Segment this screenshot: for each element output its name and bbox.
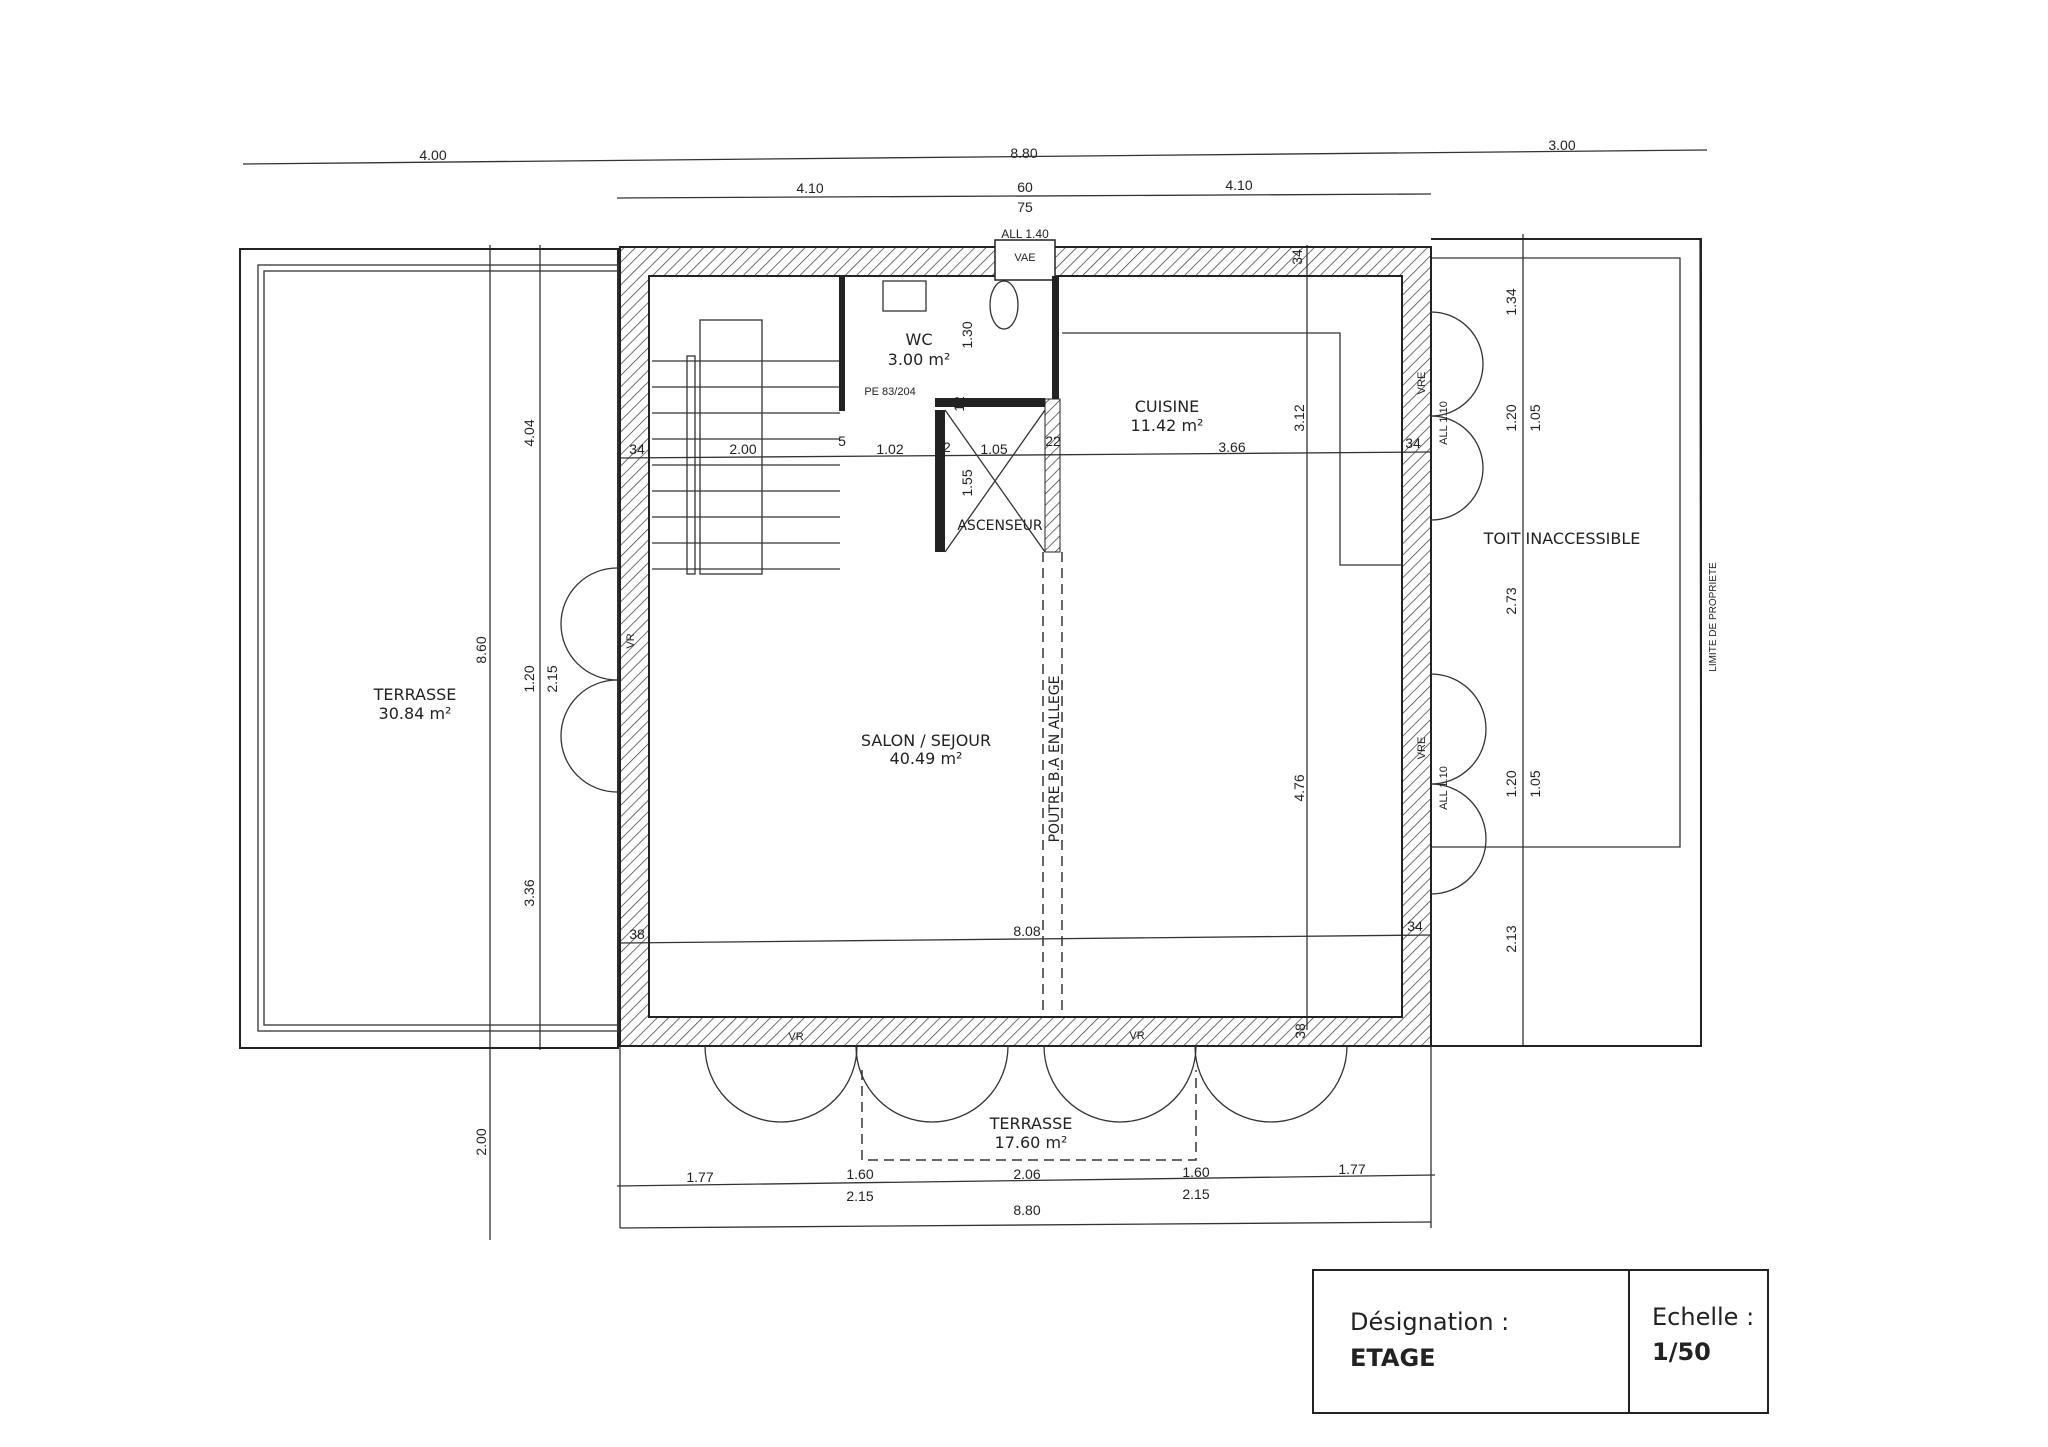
dim-label: 1.60	[1182, 1164, 1209, 1180]
beam-label: POUTRE B.A EN ALLEGE	[1047, 676, 1063, 843]
dim-label: 2.15	[1182, 1186, 1209, 1202]
roof-right	[1431, 238, 1702, 1047]
stairs	[652, 319, 840, 575]
terrace-left-name: TERRASSE	[373, 685, 457, 704]
opening-label: ALL 1.10	[1438, 766, 1450, 810]
dim-label: 1.77	[1338, 1161, 1365, 1177]
dim-label: 3.66	[1218, 439, 1245, 455]
opening-label: VR	[788, 1031, 803, 1043]
dim-label: 1.05	[980, 441, 1007, 457]
opening-label: VR	[1129, 1030, 1144, 1042]
dim-label: 4.10	[796, 180, 823, 196]
dim-label: 60	[1017, 179, 1033, 195]
elevator-label: ASCENSEUR	[957, 518, 1043, 534]
dim-label: 1.02	[876, 441, 903, 457]
dim-label: 34	[629, 441, 645, 457]
terrace-bottom	[619, 1046, 1432, 1228]
scale-label: Echelle :	[1652, 1303, 1754, 1331]
designation-value: ETAGE	[1350, 1344, 1436, 1372]
dim-label: 5	[838, 433, 846, 449]
room-cuisine-name: CUISINE	[1135, 397, 1200, 416]
opening-label: VRE	[1416, 372, 1428, 395]
dim-label: 2.15	[544, 665, 560, 692]
terrace-left-area: 30.84 m²	[379, 704, 452, 723]
dim-label: 8.80	[1013, 1202, 1040, 1218]
dimension-labels: 4.00 8.80 3.00 4.10 60 75 4.10 ALL 1.40 …	[419, 137, 1575, 1218]
opening-label: VR	[625, 633, 637, 648]
dim-label: 1.05	[1527, 770, 1543, 797]
dim-label: 22	[1045, 433, 1061, 449]
terrace-bottom-name: TERRASSE	[989, 1114, 1073, 1133]
dim-label: 2.00	[729, 441, 756, 457]
dim-label: 4.00	[419, 147, 446, 163]
dim-label: 1.77	[686, 1169, 713, 1185]
opening-label: VAE	[1014, 252, 1035, 264]
room-salon-name: SALON / SEJOUR	[861, 731, 991, 750]
dim-label: 2.73	[1503, 587, 1519, 614]
dim-label: 8.60	[473, 636, 489, 663]
dim-label: 12	[951, 396, 967, 412]
opening-label: VRE	[1416, 737, 1428, 760]
dim-label: 1.34	[1503, 288, 1519, 315]
dim-label: 1.55	[959, 469, 975, 496]
dim-label: 8.80	[1010, 145, 1037, 161]
terrace-bottom-area: 17.60 m²	[995, 1133, 1068, 1152]
scale-value: 1/50	[1652, 1338, 1711, 1366]
dim-label: 75	[1017, 199, 1033, 215]
dim-label: 34	[1407, 918, 1423, 934]
dim-label: 2.00	[473, 1128, 489, 1155]
terrace-left	[239, 248, 619, 1049]
door-swings	[560, 311, 1487, 1123]
dim-label: 4.76	[1291, 774, 1307, 801]
dim-label: 2.15	[846, 1188, 873, 1204]
dim-label: 1.20	[521, 665, 537, 692]
dim-label: 1.05	[1527, 404, 1543, 431]
dim-label: 2.06	[1013, 1166, 1040, 1182]
dim-label: 38	[629, 926, 645, 942]
room-wc-name: WC	[906, 330, 933, 349]
property-limit-label: LIMITE DE PROPRIETE	[1708, 562, 1719, 672]
room-wc-area: 3.00 m²	[888, 350, 951, 369]
dim-label: 2.13	[1503, 925, 1519, 952]
dim-label: 8.08	[1013, 923, 1040, 939]
opening-labels: VAE VR VRE ALL 1.10 VRE ALL 1.10 VR VR	[625, 252, 1450, 1043]
room-cuisine-area: 11.42 m²	[1131, 416, 1204, 435]
room-labels: WC 3.00 m² PE 83/204 CUISINE 11.42 m² AS…	[373, 330, 1719, 1152]
dim-label: 34	[1405, 435, 1421, 451]
dim-label: ALL 1.40	[1001, 227, 1049, 241]
title-block: Désignation : ETAGE Echelle : 1/50	[1312, 1269, 1769, 1414]
dim-label: 3.00	[1548, 137, 1575, 153]
dim-label: 12	[935, 439, 951, 455]
dim-label: 1.60	[846, 1166, 873, 1182]
room-salon-area: 40.49 m²	[890, 749, 963, 768]
dim-label: 4.04	[521, 419, 537, 446]
dim-label: 4.10	[1225, 177, 1252, 193]
dim-label: 1.20	[1503, 770, 1519, 797]
dim-label: 34	[1289, 249, 1305, 265]
dim-label: 1.30	[959, 321, 975, 348]
dim-label: 3.36	[521, 879, 537, 906]
interior-walls	[839, 276, 1402, 1017]
dimension-lines	[242, 149, 1708, 1240]
dim-label: 1.20	[1503, 404, 1519, 431]
exterior-walls	[619, 239, 1432, 1047]
designation-label: Désignation :	[1350, 1308, 1509, 1336]
roof-label: TOIT INACCESSIBLE	[1483, 529, 1641, 548]
opening-label: ALL 1.10	[1438, 401, 1450, 445]
dim-label: 3.12	[1291, 404, 1307, 431]
dim-label: 38	[1292, 1023, 1308, 1039]
door-reference: PE 83/204	[864, 386, 915, 398]
